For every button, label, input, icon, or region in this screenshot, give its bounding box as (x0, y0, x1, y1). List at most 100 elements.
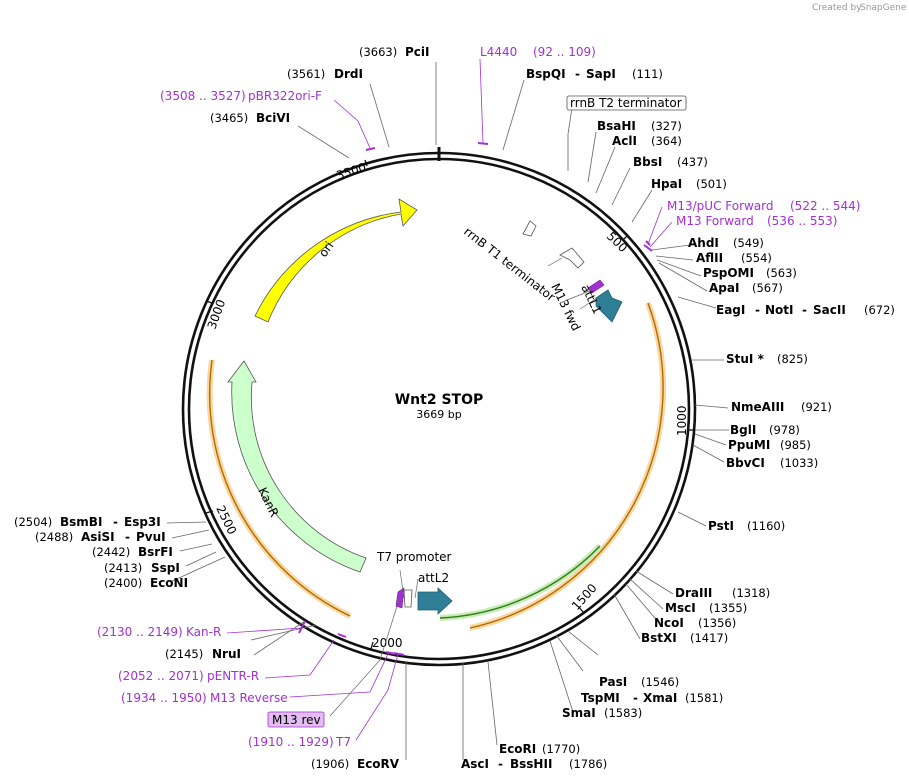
feature-layer (206, 198, 667, 631)
t7-promoter-label: T7 promoter (376, 550, 452, 564)
ppumi-position: (985) (780, 438, 811, 452)
pvui-site[interactable]: PvuI (136, 530, 166, 544)
drdi-site[interactable]: DrdI (334, 67, 363, 81)
leader-lines (166, 62, 729, 760)
noti-sep: - (802, 303, 807, 317)
rrnb-t1-label: rrnB T1 terminator (461, 224, 558, 304)
acli-site[interactable]: AclI (612, 134, 637, 148)
asisi-sep: - (125, 530, 130, 544)
econi-site[interactable]: EcoNI (150, 576, 188, 590)
bbvci-site[interactable]: BbvCI (726, 456, 765, 470)
sapi-site[interactable]: SapI (586, 67, 616, 81)
msci-site[interactable]: MscI (665, 601, 696, 615)
nmeaiii-position: (921) (801, 400, 832, 414)
bstxi-site[interactable]: BstXI (641, 631, 677, 645)
orf-left-arc[interactable] (206, 359, 352, 619)
bsmbi-sep: - (113, 515, 118, 529)
plasmid-size: 3669 bp (416, 408, 461, 421)
noti-site[interactable]: NotI (765, 303, 794, 317)
tick-label-2000: 2000 (372, 636, 403, 650)
tick-label-1000: 1000 (675, 405, 689, 436)
asci-site[interactable]: AscI (461, 757, 489, 771)
m13-fwd-primer-arrow[interactable] (587, 279, 605, 294)
sspi-site[interactable]: SspI (151, 561, 180, 575)
tick-label-3000: 3000 (205, 298, 229, 331)
psti-site[interactable]: PstI (708, 519, 734, 533)
ori-feature-arrow[interactable] (254, 198, 418, 323)
asisi-site[interactable]: AsiSI (81, 530, 115, 544)
bsrfi-site[interactable]: BsrFI (138, 545, 173, 559)
bcivi-position: (3465) (210, 111, 248, 125)
pspomi-position: (563) (766, 266, 797, 280)
tspmi-site[interactable]: TspMI (581, 691, 620, 705)
m13-rev-box (267, 711, 325, 728)
sacii-site[interactable]: SacII (813, 303, 846, 317)
l4440-primer-range: (92 .. 109) (533, 45, 596, 59)
m13-puc-forward-label[interactable]: M13/pUC Forward (667, 199, 774, 213)
ecorv-position: (1906) (311, 757, 349, 771)
ncoi-position: (1356) (698, 616, 736, 630)
ncoi-site[interactable]: NcoI (654, 616, 684, 630)
bcivi-site[interactable]: BciVI (256, 111, 290, 125)
pspomi-site[interactable]: PspOMI (703, 266, 754, 280)
attl1-feature-arrow[interactable] (595, 289, 623, 323)
acli-position: (364) (651, 134, 682, 148)
aflii-site[interactable]: AflII (696, 251, 723, 265)
orf-left-arc-line (209, 359, 351, 617)
smai-site[interactable]: SmaI (562, 706, 596, 720)
ecori-site[interactable]: EcoRI (499, 742, 536, 756)
pbr322-primer-label[interactable]: pBR322ori-F (248, 89, 322, 103)
orf-right-arc-line (469, 302, 664, 629)
l4440-primer-label[interactable]: L4440 (480, 45, 517, 59)
aflii-position: (554) (741, 251, 772, 265)
rrnb-t2-arrow[interactable] (522, 220, 537, 237)
kan-r-primer-range: (2130 .. 2149) (97, 625, 183, 639)
pentr-r-primer-label[interactable]: pENTR-R (207, 669, 259, 683)
ppumi-site[interactable]: PpuMI (728, 438, 770, 452)
draiii-position: (1318) (732, 586, 770, 600)
pasi-site[interactable]: PasI (599, 675, 627, 689)
asci-sep: - (498, 757, 503, 771)
apai-site[interactable]: ApaI (709, 281, 739, 295)
bbsi-site[interactable]: BbsI (633, 155, 662, 169)
primer-leader-lines (226, 58, 673, 741)
bsahi-site[interactable]: BsaHI (597, 119, 636, 133)
nmeaiii-site[interactable]: NmeAIII (731, 400, 784, 414)
feature-leader-lines (329, 257, 601, 717)
kan-r-primer-label[interactable]: Kan-R (186, 625, 221, 639)
ahdi-site[interactable]: AhdI (688, 236, 719, 250)
t7-primer-label[interactable]: T7 (335, 735, 351, 749)
bgli-site[interactable]: BglI (730, 423, 756, 437)
pcii-position: (3663) (359, 45, 397, 59)
tspmi-position: (1581) (685, 691, 723, 705)
pasi-position: (1546) (641, 675, 679, 689)
bsmbi-site[interactable]: BsmBI (60, 515, 102, 529)
pcii-site[interactable]: PciI (405, 45, 430, 59)
bspqi-site[interactable]: BspQI (526, 67, 566, 81)
xmai-site[interactable]: XmaI (643, 691, 677, 705)
sspi-position: (2413) (104, 561, 142, 575)
drdi-position: (3561) (287, 67, 325, 81)
m13-reverse-range: (1934 .. 1950) (121, 691, 207, 705)
draiii-site[interactable]: DraIII (675, 586, 712, 600)
ecorv-site[interactable]: EcoRV (357, 757, 400, 771)
rrnb-t1-arrow[interactable] (559, 247, 585, 269)
m13-forward-label[interactable]: M13 Forward (676, 214, 754, 228)
bsshii-site[interactable]: BssHII (510, 757, 552, 771)
brui-site[interactable]: NruI (212, 647, 241, 661)
kanr-feature-arrow[interactable] (227, 360, 367, 573)
eagi-site[interactable]: EagI (716, 303, 745, 317)
stui-position: (825) (777, 352, 808, 366)
hpai-site[interactable]: HpaI (651, 177, 682, 191)
attl2-feature-arrow[interactable] (417, 587, 453, 615)
credit-text: Created by (812, 3, 862, 13)
psti-position: (1160) (747, 519, 785, 533)
m13-reverse-label[interactable]: M13 Reverse (210, 691, 288, 705)
t7-promoter-arrow[interactable] (403, 589, 413, 608)
esp3i-site[interactable]: Esp3I (124, 515, 161, 529)
m13-forward-range: (536 .. 553) (767, 214, 837, 228)
stui-site[interactable]: StuI * (726, 352, 765, 366)
ecori-position: (1770) (542, 742, 580, 756)
orf-right-arc[interactable] (469, 301, 667, 631)
m13-fwd-feature-label: M13 fwd (548, 281, 583, 333)
